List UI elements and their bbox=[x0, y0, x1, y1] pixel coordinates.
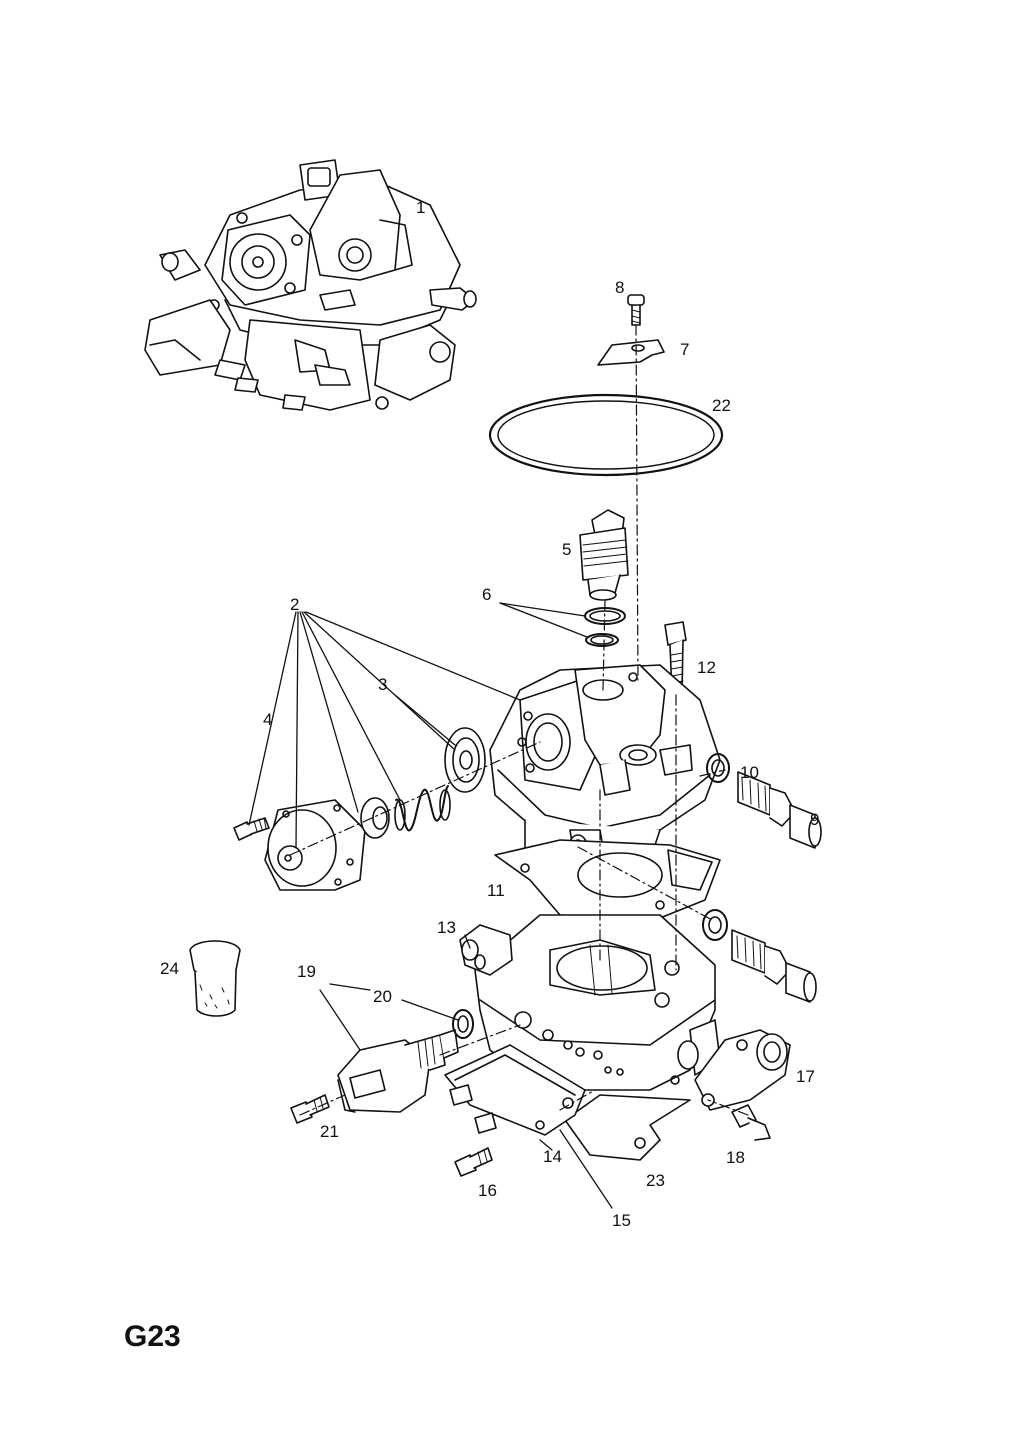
label-part-1: 1 bbox=[416, 198, 425, 217]
screw-21 bbox=[290, 1094, 330, 1124]
screw-16 bbox=[454, 1147, 493, 1177]
clamp-bracket-7 bbox=[597, 339, 665, 366]
sensor-plate-14 bbox=[444, 1044, 586, 1136]
label-part-20: 20 bbox=[373, 987, 392, 1006]
screw-16-upper bbox=[449, 1084, 473, 1106]
fitting-9-upper bbox=[737, 771, 822, 849]
label-part-3: 3 bbox=[378, 675, 387, 694]
label-part-15: 15 bbox=[612, 1211, 631, 1230]
washer-10-lower bbox=[702, 909, 728, 941]
label-part-24: 24 bbox=[160, 959, 179, 978]
diagram-code: G23 bbox=[124, 1320, 181, 1353]
label-part-16: 16 bbox=[478, 1181, 497, 1200]
screw-18 bbox=[731, 1104, 771, 1141]
label-part-2: 2 bbox=[290, 595, 299, 614]
label-part-7: 7 bbox=[680, 340, 689, 359]
cap-24 bbox=[189, 940, 241, 1017]
spring-seat bbox=[360, 797, 390, 839]
label-part-4: 4 bbox=[263, 710, 272, 729]
gasket-11 bbox=[494, 839, 721, 921]
label-part-9: 9 bbox=[810, 810, 819, 829]
label-part-12: 12 bbox=[697, 658, 716, 677]
label-part-13: 13 bbox=[437, 918, 456, 937]
gasket-ring-22 bbox=[488, 393, 724, 477]
screw-4 bbox=[233, 817, 270, 841]
screw-8 bbox=[627, 294, 645, 326]
spring-3 bbox=[394, 785, 451, 832]
regulator-cover bbox=[264, 799, 366, 891]
label-part-11: 11 bbox=[487, 881, 505, 900]
label-part-14: 14 bbox=[543, 1147, 562, 1166]
label-part-18: 18 bbox=[726, 1148, 745, 1167]
fitting-9-lower bbox=[731, 929, 817, 1003]
sensor-17 bbox=[694, 1029, 791, 1111]
idle-actuator-19 bbox=[337, 1029, 459, 1113]
o-ring-20 bbox=[452, 1009, 474, 1039]
washer-10-upper bbox=[706, 753, 730, 783]
label-part-17: 17 bbox=[796, 1067, 815, 1086]
label-part-10: 10 bbox=[740, 763, 759, 782]
label-part-22: 22 bbox=[712, 396, 731, 415]
injector-5 bbox=[579, 509, 629, 601]
label-part-23: 23 bbox=[646, 1171, 665, 1190]
diaphragm bbox=[444, 727, 486, 793]
screw-16-mid bbox=[474, 1112, 497, 1134]
label-part-21: 21 bbox=[320, 1122, 339, 1141]
label-part-8: 8 bbox=[615, 278, 624, 297]
alignment-lines bbox=[289, 324, 749, 1116]
lower-housing bbox=[459, 914, 721, 1091]
label-part-19: 19 bbox=[297, 962, 316, 981]
assembled-throttle-body bbox=[144, 159, 477, 411]
leader-lines bbox=[248, 602, 613, 1209]
label-part-5: 5 bbox=[562, 540, 571, 559]
gasket-23 bbox=[564, 1094, 691, 1161]
label-part-6: 6 bbox=[482, 585, 491, 604]
part-labels: 1 2 3 4 5 6 7 8 9 10 11 12 13 14 15 16 1… bbox=[160, 198, 819, 1230]
